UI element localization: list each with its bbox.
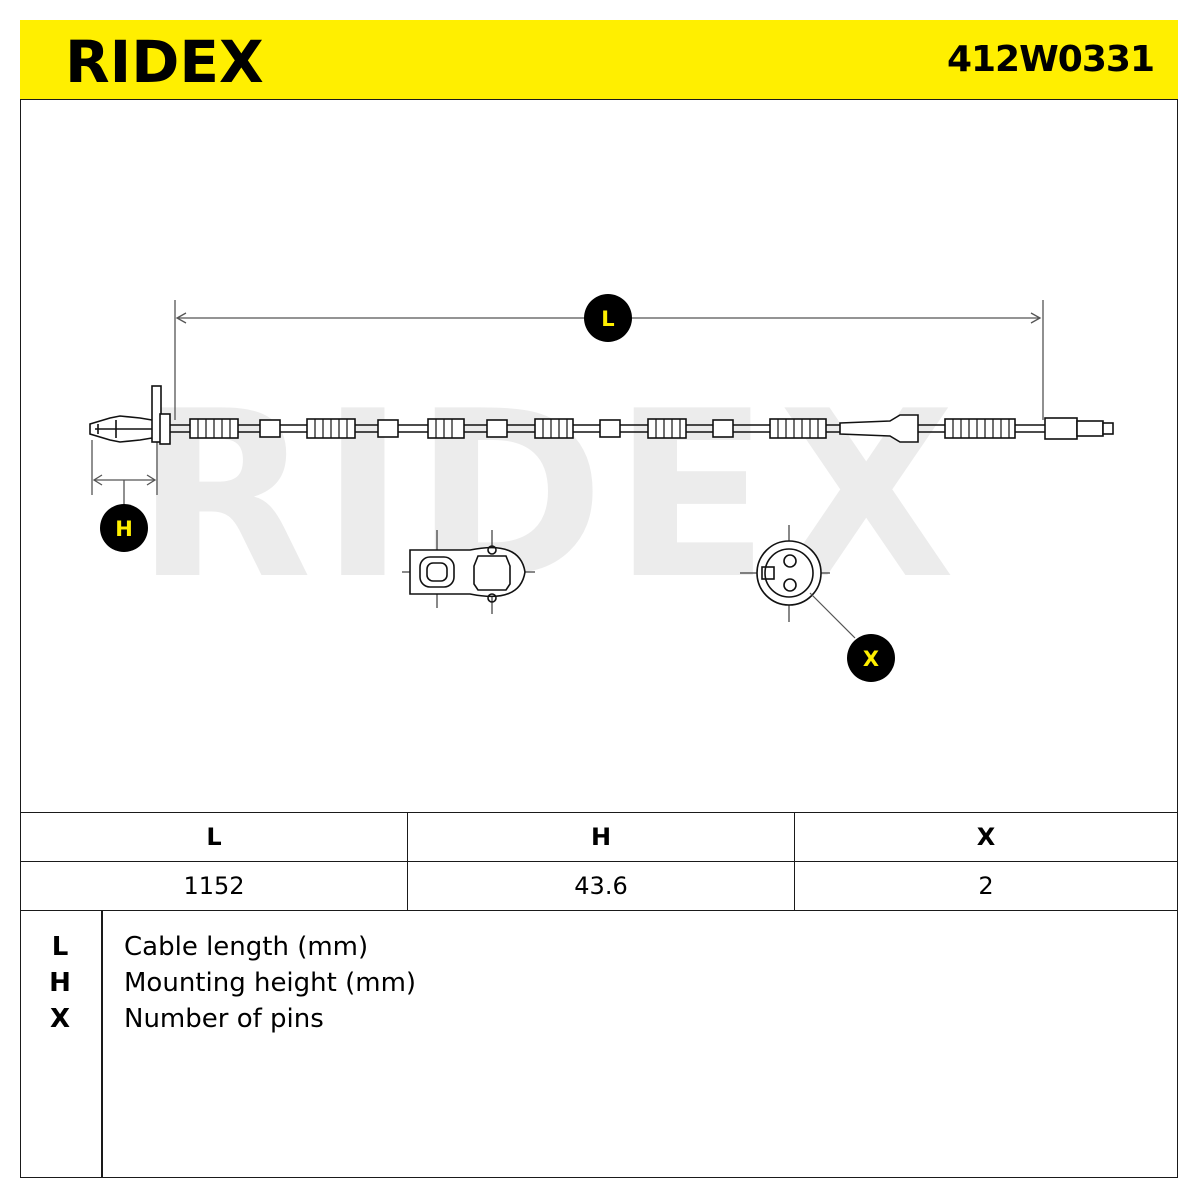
legend-key: H [49,968,71,998]
spec-header-length: L [20,812,408,862]
length-badge-label: L [601,307,614,331]
brand-logo-text: RIDEX [65,28,264,96]
part-number: 412W0331 [946,39,1155,80]
header-bar: RIDEX 412W0331 [20,20,1178,100]
legend-description: Mounting height (mm) [124,968,417,998]
spec-value-height: 43.6 [407,861,795,911]
watermark-logo: RIDEX [135,363,963,630]
connector-end-view [740,525,856,639]
legend-key: L [51,932,69,962]
spec-table-header-row: L H X [20,812,1178,862]
height-badge: H [100,504,148,552]
legend-divider [101,911,103,1178]
spec-value-pins: 2 [794,861,1178,911]
legend-description: Cable length (mm) [124,932,369,962]
spec-header-height: H [407,812,795,862]
pins-badge: X [847,634,895,682]
technical-drawing: RIDEX L H [89,294,1114,682]
ridex-logo: RIDEX [65,28,264,96]
height-badge-label: H [115,517,133,541]
height-dimension [91,440,158,505]
spec-header-pins: X [794,812,1178,862]
sensor-cable [89,385,1114,445]
legend: L Cable length (mm) H Mounting height (m… [20,910,1178,1178]
sensor-head-end-view [402,530,535,614]
spec-table: L H X 1152 43.6 2 [20,812,1178,911]
spec-value-length: 1152 [20,861,408,911]
spec-table-value-row: 1152 43.6 2 [20,861,1178,911]
legend-description: Number of pins [124,1004,324,1034]
pins-badge-label: X [863,647,879,671]
legend-key: X [49,1004,71,1034]
length-badge: L [584,294,632,342]
